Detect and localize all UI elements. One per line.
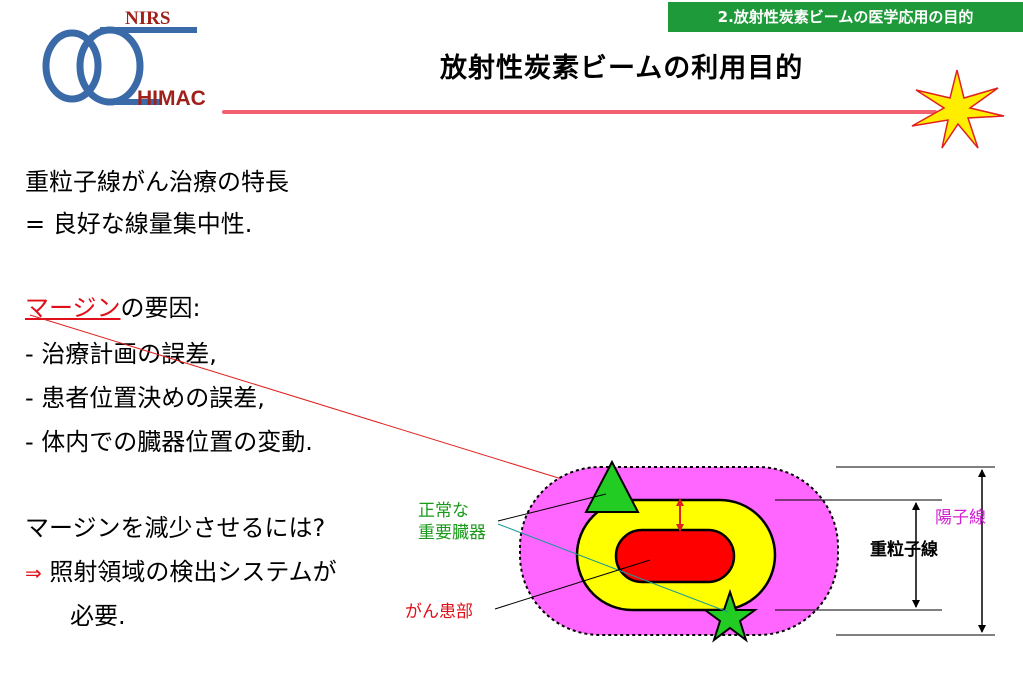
factor-item: - 患者位置決めの誤差, [25,384,265,412]
heavy-ion-label: 重粒子線 [870,540,938,560]
margin-keyword: マージン [25,294,121,322]
section-tag: 2.放射性炭素ビームの医学応用の目的 [668,2,1023,32]
factor-item: - 治療計画の誤差, [25,340,217,368]
implies-arrow-icon: ⇒ [25,561,42,585]
header-divider [222,110,937,114]
organ-label-line2: 重要臓器 [418,523,486,543]
feature-line: 重粒子線がん治療の特長 [25,168,289,196]
logo-nirs-text: NIRS [125,8,171,29]
margin-heading: マージンの要因: [25,288,201,323]
nirs-himac-logo [22,8,242,118]
answer-line-2: 必要. [70,602,126,630]
organ-label-line1: 正常な [418,501,469,521]
margin-suffix: の要因: [120,294,201,322]
factor-item: - 体内での臓器位置の変動. [25,428,313,456]
answer-line: ⇒ 照射領域の検出システムが [25,552,337,587]
page-title: 放射性炭素ビームの利用目的 [440,53,804,84]
answer-text: 照射領域の検出システムが [49,558,337,586]
feature-detail: = 良好な線量集中性. [25,210,253,238]
question-line: マージンを減少させるには? [25,514,326,542]
tumor-label: がん患部 [405,602,473,622]
proton-label: 陽子線 [935,508,986,528]
logo-himac-text: HIMAC [137,87,206,110]
organ-label: 正常な 重要臓器 [418,500,486,544]
starburst-icon [908,68,1006,150]
